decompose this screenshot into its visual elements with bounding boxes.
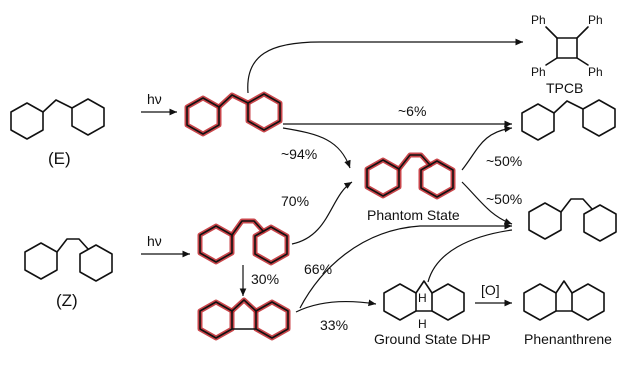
tpcb-ph-bottom-left: Ph xyxy=(531,65,546,79)
tpcb-structure xyxy=(545,26,589,66)
pct-50-bottom-label: ~50% xyxy=(486,191,522,207)
phantom-state-structure xyxy=(364,152,456,200)
phenanthrene-structure xyxy=(523,280,605,321)
arrow-dhp-to-z xyxy=(299,222,512,309)
dhp-hydrogen-top: H xyxy=(418,291,427,305)
pct-66-label: 66% xyxy=(304,261,332,277)
pct-33-label: 33% xyxy=(320,317,348,333)
z-isomer-label: (Z) xyxy=(56,291,78,310)
phenanthrene-label: Phenanthrene xyxy=(524,331,612,347)
hv-label-top: hν xyxy=(147,91,162,107)
ground-state-dhp-label: Ground State DHP xyxy=(374,331,491,347)
z-stilbene-product-structure xyxy=(528,198,617,242)
excited-e-stilbene-structure xyxy=(184,91,283,137)
pct-94-label: ~94% xyxy=(281,146,317,162)
arrow-phantom-to-e xyxy=(461,125,513,171)
arrow-z-to-phantom xyxy=(291,181,353,245)
tpcb-ph-bottom-right: Ph xyxy=(588,65,603,79)
e-stilbene-product-structure xyxy=(521,99,616,141)
arrow-e-to-phantom xyxy=(282,127,351,169)
pct-6-label: ~6% xyxy=(398,103,426,119)
e-stilbene-structure xyxy=(10,98,105,140)
arrow-phantom-to-z xyxy=(461,181,513,225)
pct-70-label: 70% xyxy=(281,193,309,209)
arrow-ground-dhp-to-z xyxy=(427,229,513,283)
tpcb-ph-top-left: Ph xyxy=(531,13,546,27)
phantom-state-label: Phantom State xyxy=(367,207,460,223)
arrow-dhp-to-ground-dhp xyxy=(295,299,377,313)
e-isomer-label: (E) xyxy=(48,149,71,168)
tpcb-ph-top-right: Ph xyxy=(588,13,603,27)
hv-label-bottom: hν xyxy=(147,233,162,249)
pct-30-label: 30% xyxy=(251,271,279,287)
z-stilbene-structure xyxy=(24,238,113,282)
ground-state-dhp-structure xyxy=(383,280,465,321)
excited-z-stilbene-structure xyxy=(197,218,290,266)
oxidation-label: [O] xyxy=(481,282,500,298)
dhp-hydrogen-bottom: H xyxy=(418,317,427,331)
tpcb-label: TPCB xyxy=(546,80,583,96)
pct-50-top-label: ~50% xyxy=(486,153,522,169)
excited-dhp-structure xyxy=(197,297,291,341)
arrow-to-tpcb xyxy=(247,38,523,94)
